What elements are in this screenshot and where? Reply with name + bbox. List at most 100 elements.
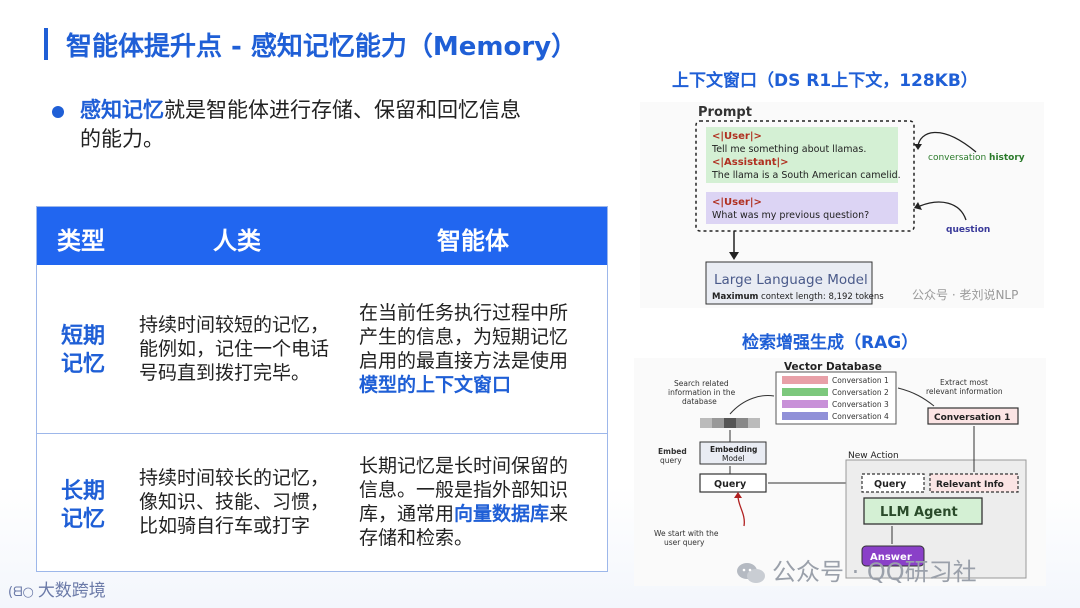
start-note-text: We start with the (654, 529, 719, 538)
definition-highlight: 感知记忆 (80, 98, 164, 122)
prompt-label: Prompt (698, 105, 752, 120)
context-window-title: 上下文窗口（DS R1上下文，128KB） (672, 71, 978, 91)
rag-svg: Vector Database Conversation 1 Conversat… (654, 361, 1027, 579)
answer-box (861, 545, 925, 567)
conversation-1-box (927, 407, 1019, 425)
definition-rest: 就是智能体进行存储、保留和回忆信息 (164, 98, 521, 122)
llm-context-length: Maximum context length: 8,192 tokens (712, 292, 884, 302)
rag-title: 检索增强生成（RAG） (742, 333, 919, 353)
user-tag: <|User|> (712, 131, 762, 142)
row-type-short-term: 短期 记忆 (61, 323, 115, 379)
header-human: 人类 (213, 227, 261, 255)
row-type-line: 短期 (61, 324, 106, 349)
wechat-watermark-text: 公众号 · QQ研习社 (772, 558, 977, 586)
history-block (706, 127, 898, 183)
row-type-line: 记忆 (61, 507, 106, 532)
header-type: 类型 (57, 227, 105, 255)
new-action-label: New Action (848, 451, 899, 461)
brand-logo-icon: (ᗺ○ (8, 585, 34, 600)
row-type-line: 长期 (61, 479, 106, 504)
wechat-watermark: 公众号 · QQ研习社 (736, 552, 977, 587)
search-related-text: database (682, 397, 717, 406)
memory-comparison-table: 类型 人类 智能体 短期 记忆 持续时间较短的记忆， 能例如，记住一个电话 号码… (36, 206, 608, 572)
definition-text: 感知记忆就是智能体进行存储、保留和回忆信息 的能力。 (80, 96, 580, 154)
relevant-info-box (929, 473, 1019, 493)
conversation-entry: Conversation 4 (832, 412, 889, 421)
question-label: question (946, 225, 990, 235)
cell-agent-short-term: 在当前任务执行过程中所 产生的信息，为短期记忆 启用的最直接方法是使用 模型的上… (359, 301, 599, 397)
vector-db-title: Vector Database (784, 361, 882, 373)
search-arrow (729, 395, 775, 415)
row-type-line: 记忆 (61, 352, 106, 377)
cell-line: 号码直到拨打完毕。 (139, 362, 311, 384)
extract-text: Extract most (940, 378, 988, 387)
cell-line: 持续时间较短的记忆， (139, 314, 330, 336)
cell-line: 在当前任务执行过程中所 (359, 302, 569, 324)
history-arrow (917, 131, 977, 153)
title-accent-bar (44, 28, 48, 60)
vector-cell (712, 418, 724, 428)
vector-cell (724, 418, 736, 428)
cell-highlight: 向量数据库 (454, 503, 550, 525)
conversation-entry: Conversation 3 (832, 400, 889, 409)
cell-human-long-term: 持续时间较长的记忆， 像知识、技能、习惯， 比如骑自行车或打字 (139, 466, 349, 538)
question-arrow (919, 201, 967, 221)
vector-cell (700, 418, 712, 428)
embedding-model-label: Embedding (710, 445, 757, 454)
cell-line: 长期记忆是长时间保留的 (359, 455, 569, 477)
history-arrow-head (914, 144, 922, 150)
prompt-dashed-box (695, 120, 915, 232)
watermark-text: 公众号 · 老刘说NLP (912, 288, 1019, 302)
row-type-long-term: 长期 记忆 (61, 478, 115, 534)
cell-line: 启用的最直接方法是使用 (359, 350, 569, 372)
conversation-entry: Conversation 1 (832, 376, 889, 385)
answer-label: Answer (870, 552, 912, 563)
extract-text: relevant information (926, 387, 1003, 396)
table-row-long-term: 长期 记忆 持续时间较长的记忆， 像知识、技能、习惯， 比如骑自行车或打字 长期… (37, 434, 607, 571)
start-arrow (737, 495, 745, 527)
context-window-diagram: Prompt <|User|> Tell me something about … (640, 102, 1044, 308)
action-query-label: Query (874, 479, 907, 490)
user-message-2: What was my previous question? (712, 210, 869, 221)
user-tag-2: <|User|> (712, 197, 762, 208)
page-title: 智能体提升点 - 感知记忆能力（Memory） (66, 32, 578, 62)
vector-rows: Conversation 1 Conversation 2 Conversati… (782, 376, 889, 421)
vector-row-3 (782, 400, 828, 408)
assistant-message: The llama is a South American camelid. (711, 170, 901, 181)
brand-logo: (ᗺ○大数跨境 (8, 576, 106, 601)
question-arrow-head (914, 202, 922, 210)
extract-arrow (897, 387, 935, 407)
cell-human-short-term: 持续时间较短的记忆， 能例如，记住一个电话 号码直到拨打完毕。 (139, 313, 349, 385)
query-label: Query (714, 479, 747, 490)
cell-line: 信息。一般是指外部知识 (359, 479, 569, 501)
cell-agent-long-term: 长期记忆是长时间保留的 信息。一般是指外部知识 库，通常用向量数据库来 存储和检… (359, 454, 599, 550)
search-related-text: Search related (674, 379, 729, 388)
llm-agent-box (863, 497, 983, 525)
embedding-model-label: Model (722, 454, 745, 463)
cell-line: 持续时间较长的记忆， (139, 467, 330, 489)
table-row-short-term: 短期 记忆 持续时间较短的记忆， 能例如，记住一个电话 号码直到拨打完毕。 在当… (37, 265, 607, 434)
user-message-1: Tell me something about llamas. (711, 144, 866, 155)
cell-line: 比如骑自行车或打字 (139, 515, 311, 537)
bullet-dot-icon (52, 106, 64, 118)
cell-line: 能例如，记住一个电话 (139, 338, 330, 360)
vector-row-4 (782, 412, 828, 420)
rag-diagram: Vector Database Conversation 1 Conversat… (634, 358, 1046, 586)
query-box (699, 473, 767, 493)
llm-agent-label: LLM Agent (880, 505, 958, 520)
search-related-text: information in the (668, 388, 736, 397)
start-arrow-head (734, 492, 742, 498)
conversation-history-label: conversation history (928, 153, 1025, 163)
cell-line: 库，通常用 (359, 503, 455, 525)
embed-query-text: query (660, 456, 682, 465)
action-query-box (861, 473, 925, 493)
vector-cell (736, 418, 748, 428)
table-header: 类型 人类 智能体 (37, 207, 607, 265)
start-note-text: user query (664, 538, 705, 547)
definition-line2: 的能力。 (80, 127, 164, 151)
cell-highlight: 模型的上下文窗口 (359, 374, 512, 396)
cell-line: 像知识、技能、习惯， (139, 491, 330, 513)
llm-box (705, 261, 873, 305)
conversation-1-label: Conversation 1 (934, 413, 1010, 423)
